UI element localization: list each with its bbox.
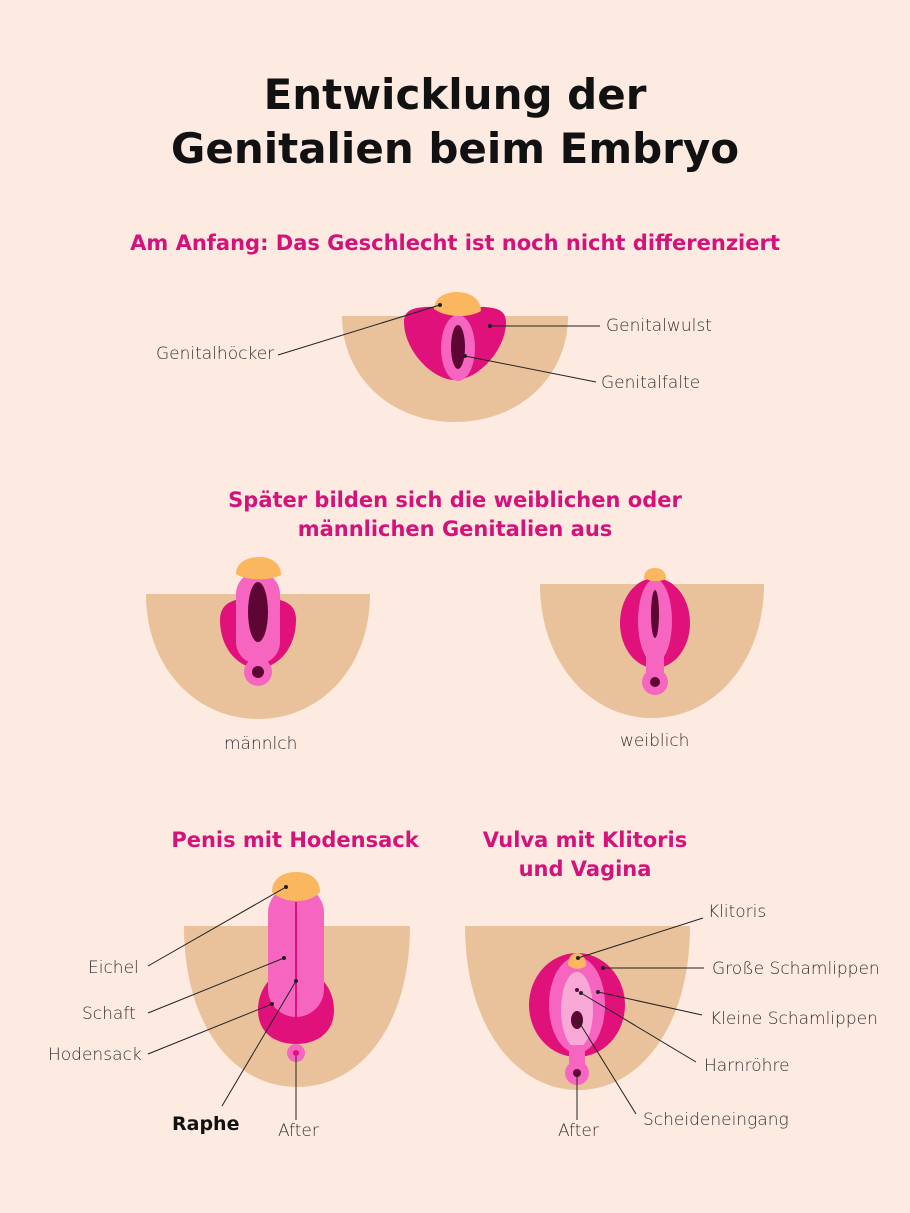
- title-line-2: Genitalien beim Embryo: [170, 124, 740, 173]
- stage1-illustration: [277, 292, 600, 422]
- male-final-heading: Penis mit Hodensack: [171, 828, 419, 852]
- label-schaft: Schaft: [82, 1004, 136, 1024]
- stage2-female-tip: [644, 568, 666, 582]
- caption-female: weiblich: [620, 731, 690, 751]
- label-grosse-schamlippen: Große Schamlippen: [712, 959, 880, 979]
- stage2-male-tip: [236, 557, 281, 580]
- label-scheideneingang: Scheideneingang: [643, 1110, 789, 1130]
- label-hodensack: Hodensack: [48, 1045, 142, 1065]
- stage1-opening: [451, 325, 465, 369]
- stage1-heading: Am Anfang: Das Geschlecht ist noch nicht…: [130, 231, 780, 255]
- label-raphe: Raphe: [172, 1113, 240, 1135]
- label-eichel: Eichel: [88, 958, 139, 978]
- harnroehre-dot: [575, 988, 579, 992]
- stage2-heading-line-1: Später bilden sich die weiblichen oder: [228, 488, 682, 512]
- stage2-female-illustration: [540, 568, 764, 718]
- label-genitalfalte: Genitalfalte: [601, 373, 701, 393]
- label-after-female: After: [558, 1121, 599, 1141]
- title-line-1: Entwicklung der: [263, 70, 647, 119]
- label-harnroehre: Harnröhre: [704, 1056, 790, 1076]
- label-genitalhoecker: Genitalhöcker: [156, 344, 275, 364]
- female-final-heading-line-1: Vulva mit Klitoris: [482, 828, 688, 852]
- stage3-male-illustration: [147, 872, 410, 1120]
- label-after-male: After: [278, 1121, 319, 1141]
- label-genitalwulst: Genitalwulst: [606, 316, 712, 336]
- stage3-female-illustration: [465, 917, 704, 1120]
- stage1-genitalhoecker: [434, 292, 481, 317]
- eichel-shape: [272, 872, 320, 901]
- label-kleine-schamlippen: Kleine Schamlippen: [710, 1009, 878, 1029]
- female-final-heading-line-2: und Vagina: [518, 857, 652, 881]
- stage2-male-illustration: [146, 557, 370, 719]
- stage2-heading-line-2: männlichen Genitalien aus: [297, 517, 613, 541]
- label-klitoris: Klitoris: [708, 902, 767, 922]
- caption-male: männlch: [224, 734, 298, 754]
